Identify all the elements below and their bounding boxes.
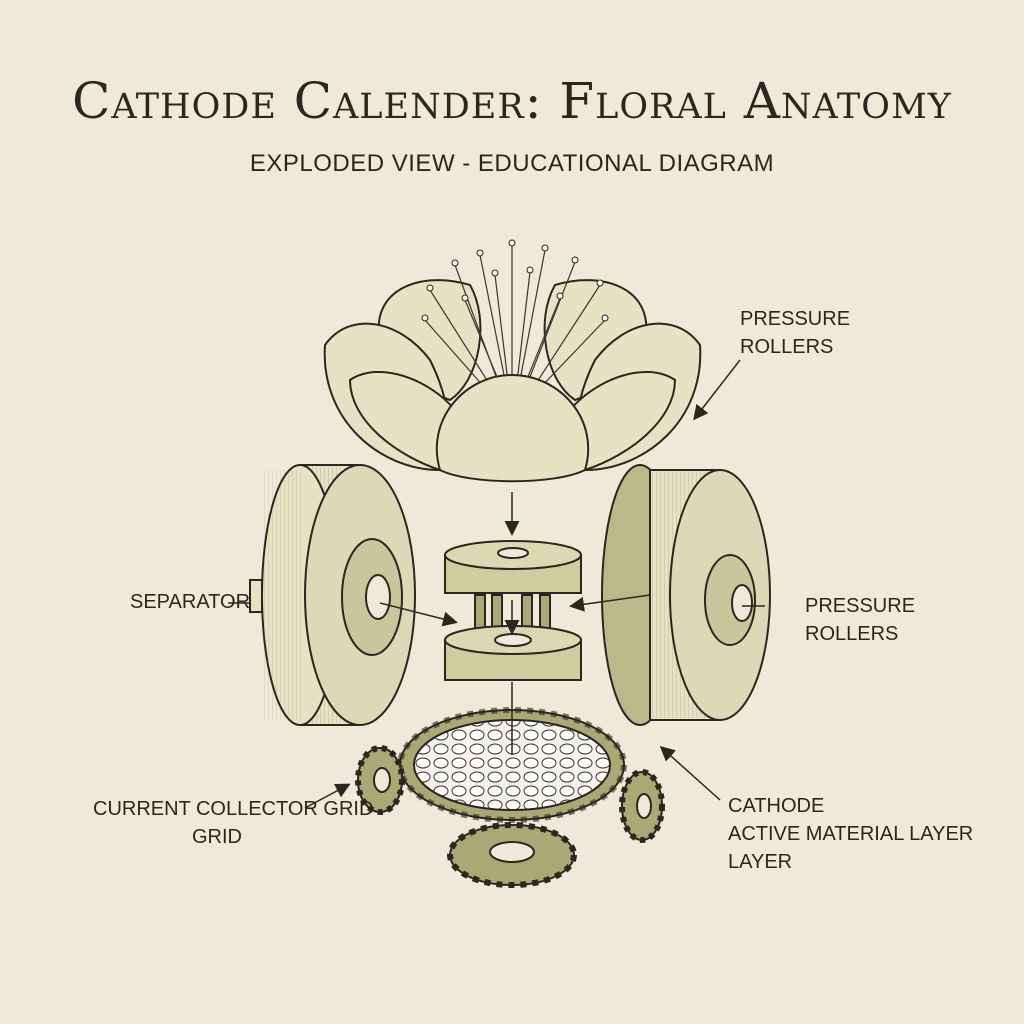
label-line: CATHODE bbox=[728, 795, 825, 817]
petal-front-left bbox=[348, 371, 457, 472]
label-line: PRESSURE bbox=[740, 308, 851, 330]
label-line: GRID bbox=[192, 826, 242, 848]
label-line: PRESSURE bbox=[805, 595, 916, 617]
leader-lines bbox=[228, 359, 765, 809]
left-small-gear bbox=[355, 745, 405, 815]
petal-front-center bbox=[435, 373, 590, 483]
cathode-mesh-ring bbox=[397, 707, 627, 823]
separator-spool bbox=[444, 540, 582, 681]
flower-blossom bbox=[323, 239, 702, 483]
diagram-title: Cathode Calender: Floral Anatomy bbox=[72, 72, 952, 130]
diagram-subtitle: EXPLODED VIEW - EDUCATIONAL DIAGRAM bbox=[249, 150, 775, 177]
label-pressure-rollers-right: PRESSURE ROLLERS bbox=[805, 592, 915, 648]
label-separator: SEPARATOR bbox=[130, 588, 250, 616]
stamens bbox=[424, 245, 606, 389]
label-line: CURRENT COLLECTOR GRID bbox=[93, 798, 374, 820]
label-pressure-rollers-top: PRESSURE ROLLERS bbox=[740, 305, 850, 361]
petal-front-right bbox=[568, 371, 677, 472]
label-line: ROLLERS bbox=[740, 336, 834, 358]
label-line: ROLLERS bbox=[805, 623, 899, 645]
right-small-gear bbox=[619, 769, 665, 843]
left-pressure-roller bbox=[249, 464, 416, 726]
right-pressure-roller bbox=[601, 464, 771, 726]
anthers bbox=[421, 239, 609, 322]
label-cathode-layer: CATHODE ACTIVE MATERIAL LAYER LAYER bbox=[728, 792, 973, 876]
label-line: ACTIVE MATERIAL LAYER bbox=[728, 823, 974, 845]
label-line: SEPARATOR bbox=[130, 591, 251, 613]
bottom-gear bbox=[447, 822, 577, 888]
label-current-collector: CURRENT COLLECTOR GRID GRID bbox=[93, 795, 374, 851]
label-line: LAYER bbox=[728, 851, 793, 873]
